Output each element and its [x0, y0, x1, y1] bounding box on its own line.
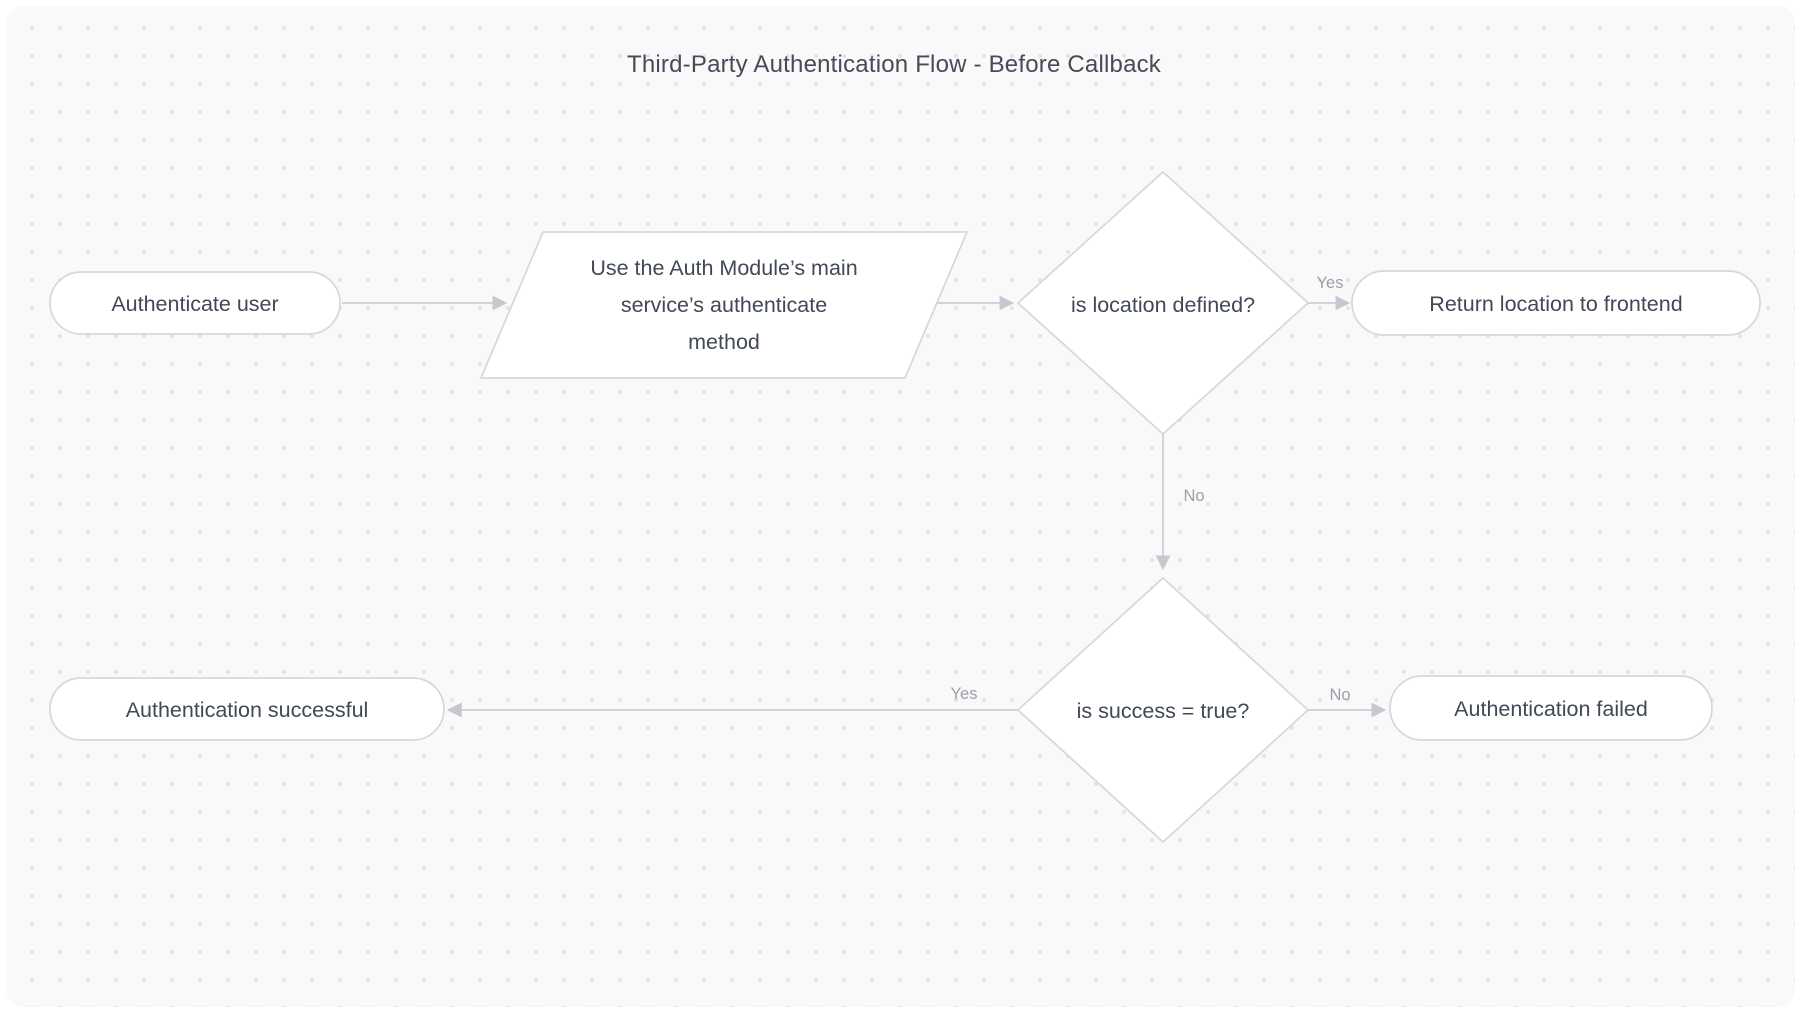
- node-authenticate-user[interactable]: Authenticate user: [49, 271, 341, 335]
- edge-success-yes: Yes: [446, 685, 1018, 718]
- node-label: Authenticate user: [111, 292, 278, 316]
- diagram-title: Third-Party Authentication Flow - Before…: [627, 51, 1162, 78]
- node-return-location[interactable]: Return location to frontend: [1351, 270, 1761, 336]
- node-label: is success = true?: [1077, 699, 1250, 723]
- diagram-canvas[interactable]: [6, 6, 1795, 1007]
- stadium-shape[interactable]: [49, 677, 445, 741]
- edge-location-yes: Yes: [1308, 274, 1351, 311]
- node-auth-successful[interactable]: Authentication successful: [49, 677, 445, 741]
- stadium-shape[interactable]: [1351, 270, 1761, 336]
- decision-location-defined[interactable]: is location defined?: [1016, 170, 1310, 436]
- edge-label-yes: Yes: [951, 685, 978, 703]
- stadium-shape[interactable]: [49, 271, 341, 335]
- edge-success-no: No: [1308, 686, 1387, 718]
- edge-label-no: No: [1329, 686, 1350, 704]
- node-label: Authentication successful: [126, 698, 369, 722]
- edge-label-no: No: [1183, 487, 1204, 505]
- edge-label-yes: Yes: [1317, 274, 1344, 292]
- stadium-shape[interactable]: [1389, 675, 1713, 741]
- node-label: is location defined?: [1071, 293, 1255, 317]
- edge-location-no: No: [1155, 434, 1205, 571]
- diamond-shape[interactable]: [1016, 170, 1310, 436]
- node-label-line-1: Use the Auth Module’s main: [590, 256, 857, 280]
- node-label: Return location to frontend: [1429, 292, 1682, 316]
- node-label-line-2: service’s authenticate: [621, 293, 827, 317]
- parallelogram-shape[interactable]: [479, 231, 969, 379]
- node-label-line-3: method: [688, 330, 760, 354]
- node-auth-method[interactable]: Use the Auth Module’s main service’s aut…: [479, 231, 969, 379]
- node-label: Authentication failed: [1454, 697, 1648, 721]
- node-auth-failed[interactable]: Authentication failed: [1389, 675, 1713, 741]
- diamond-shape[interactable]: [1016, 576, 1310, 844]
- decision-success-true[interactable]: is success = true?: [1016, 576, 1310, 844]
